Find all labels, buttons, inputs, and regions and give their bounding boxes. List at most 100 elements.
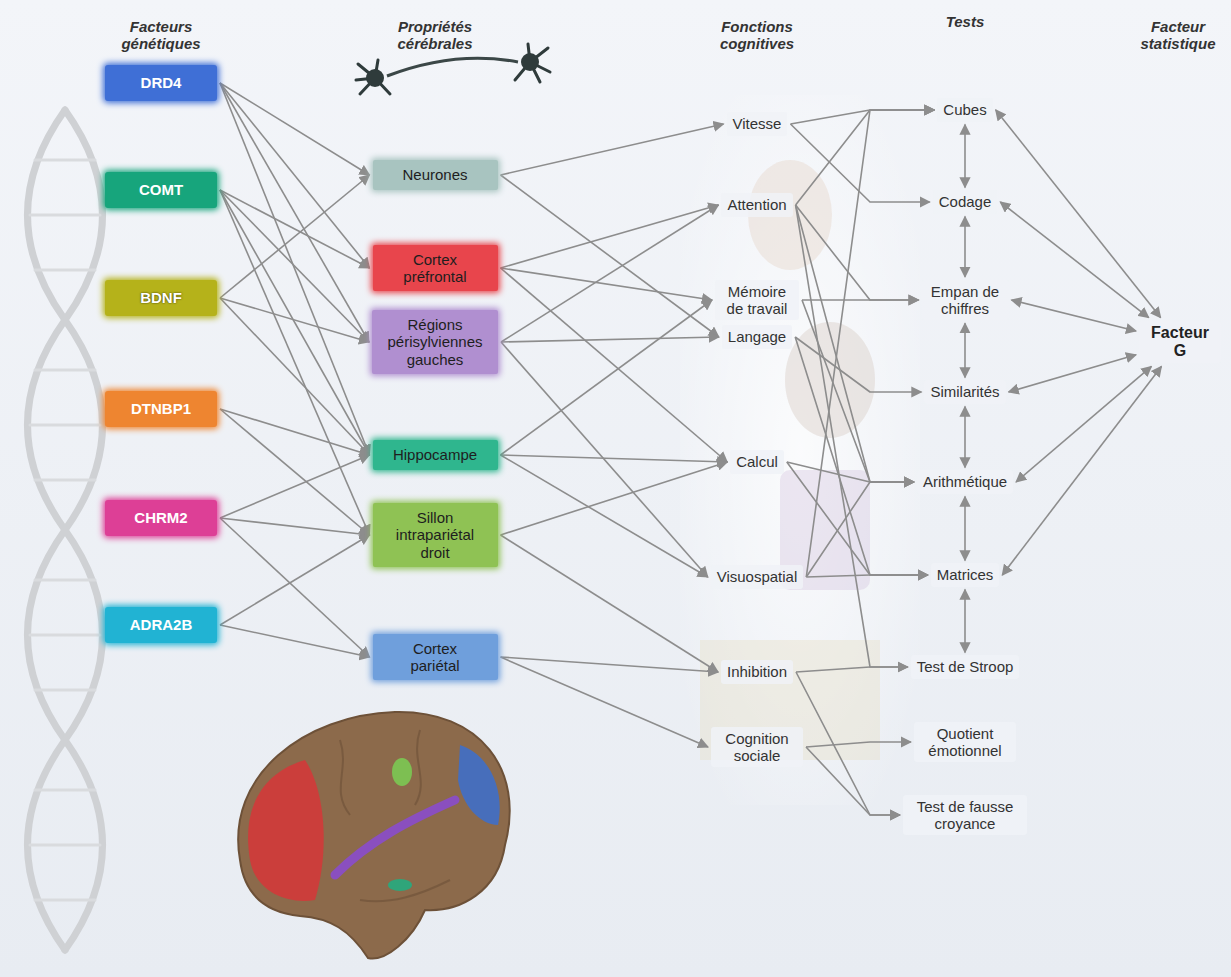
gene-box: ADRA2B <box>105 607 217 642</box>
connector-arrow <box>796 205 908 667</box>
brain-outline <box>238 712 510 959</box>
connector-arrow <box>501 300 713 455</box>
brain-region-box: Régions périsylviennes gauches <box>372 310 498 374</box>
brain-region-box: Neurones <box>373 160 498 189</box>
connector-arrow <box>501 342 708 577</box>
perisylvian-region <box>335 800 455 875</box>
function-label: Calcul <box>730 450 784 473</box>
column-header: Tests <box>946 13 985 30</box>
test-label-text: Test de fausse croyance <box>909 798 1021 833</box>
connector-arrow <box>501 337 719 342</box>
connector-arrow <box>501 124 724 175</box>
brain-drawing <box>238 712 510 959</box>
connector-arrow <box>796 205 919 300</box>
test-label-text: Test de Stroop <box>917 658 1014 675</box>
brain-region-box-text: Sillon intrapariétal droit <box>385 509 485 561</box>
connector-arrow <box>501 455 708 577</box>
connector-arrow <box>796 667 908 672</box>
connector-arrow <box>501 175 719 337</box>
function-label-text: Attention <box>727 196 786 213</box>
connector-arrow <box>964 217 966 277</box>
connector-arrow <box>795 337 921 392</box>
gene-box: BDNF <box>105 280 217 315</box>
neuron-body <box>521 53 539 71</box>
connector-arrow <box>964 497 966 561</box>
connector-arrow <box>220 518 370 535</box>
test-label: Quotient émotionnel <box>914 722 1016 763</box>
connector-arrow <box>802 300 914 482</box>
connector-arrow <box>1012 300 1137 331</box>
connector-arrow <box>220 409 370 535</box>
function-label: Inhibition <box>721 660 793 683</box>
connector-arrow <box>220 83 370 175</box>
connector-arrow <box>996 110 1161 318</box>
connector-arrow <box>220 455 370 518</box>
connector-arrow <box>501 462 728 535</box>
connector-arrow <box>501 657 719 672</box>
gene-box-text: COMT <box>113 181 209 198</box>
brain-region-box-text: Neurones <box>381 166 490 183</box>
function-label-text: Mémoire de travail <box>721 283 793 318</box>
dna-strand <box>28 110 103 950</box>
function-label: Visuospatial <box>711 565 804 588</box>
connector-arrow <box>796 205 914 482</box>
test-label-text: Empan de chiffres <box>928 283 1003 318</box>
brain-region-box-text: Hippocampe <box>381 446 490 463</box>
function-label-text: Langage <box>728 328 786 345</box>
brain-region-box: Sillon intrapariétal droit <box>373 503 498 567</box>
connector-arrow <box>806 575 927 577</box>
connector-arrow <box>1016 366 1151 482</box>
hippocampus-region <box>388 879 412 891</box>
dna-helix <box>28 110 103 950</box>
connector-arrow <box>220 83 369 342</box>
brain-region-box-text: Cortex préfrontal <box>388 251 483 286</box>
brain-region-box-text: Cortex pariétal <box>390 640 480 675</box>
connector-arrow <box>791 124 930 202</box>
connector-arrow <box>795 337 928 575</box>
parietal-region <box>458 745 500 825</box>
connector-arrow <box>501 205 718 342</box>
connector-arrow <box>1002 366 1161 575</box>
test-label: Test de fausse croyance <box>903 795 1027 836</box>
gene-box: CHRM2 <box>105 500 217 535</box>
connector-arrow <box>220 298 369 342</box>
column-header: Propriétés cérébrales <box>380 18 490 53</box>
connector-arrow <box>501 268 728 462</box>
connector-arrow <box>220 83 370 455</box>
brain-region-box: Cortex préfrontal <box>373 245 498 292</box>
column-header: Facteurs génétiques <box>106 18 216 53</box>
neuron-body <box>366 69 384 87</box>
connector-arrow <box>806 110 934 577</box>
connector-arrow <box>220 409 370 455</box>
brain-region-box-text: Régions périsylviennes gauches <box>380 316 490 368</box>
test-label: Empan de chiffres <box>922 280 1009 321</box>
connector-arrow <box>220 625 370 657</box>
connector-arrow <box>1009 355 1136 392</box>
connector-arrow <box>964 407 966 468</box>
connector-arrow <box>806 742 911 747</box>
gene-box: DTNBP1 <box>105 391 217 426</box>
connector-arrow <box>220 298 370 455</box>
connector-arrow <box>501 657 709 747</box>
intraparietal-region <box>392 758 412 786</box>
factor-label-text: Facteur G <box>1145 324 1215 361</box>
test-label-text: Codage <box>939 193 992 210</box>
function-label-text: Inhibition <box>727 663 787 680</box>
axon <box>387 58 518 76</box>
gene-box-text: DTNBP1 <box>113 400 209 417</box>
test-label: Codage <box>933 190 998 213</box>
gene-box-text: BDNF <box>113 289 209 306</box>
connector-arrow <box>220 190 369 342</box>
brain-region-box: Hippocampe <box>373 440 498 469</box>
brain-region-box: Cortex pariétal <box>373 634 498 681</box>
test-label: Similarités <box>924 380 1005 403</box>
test-label: Matrices <box>931 563 1000 586</box>
connector-arrow <box>220 190 370 455</box>
column-header: Fonctions cognitives <box>702 18 812 53</box>
gene-box-text: DRD4 <box>113 74 209 91</box>
connector-arrow <box>787 462 914 482</box>
connector-arrow <box>501 205 719 268</box>
test-label-text: Arithmétique <box>923 473 1007 490</box>
test-label-text: Quotient émotionnel <box>920 725 1010 760</box>
